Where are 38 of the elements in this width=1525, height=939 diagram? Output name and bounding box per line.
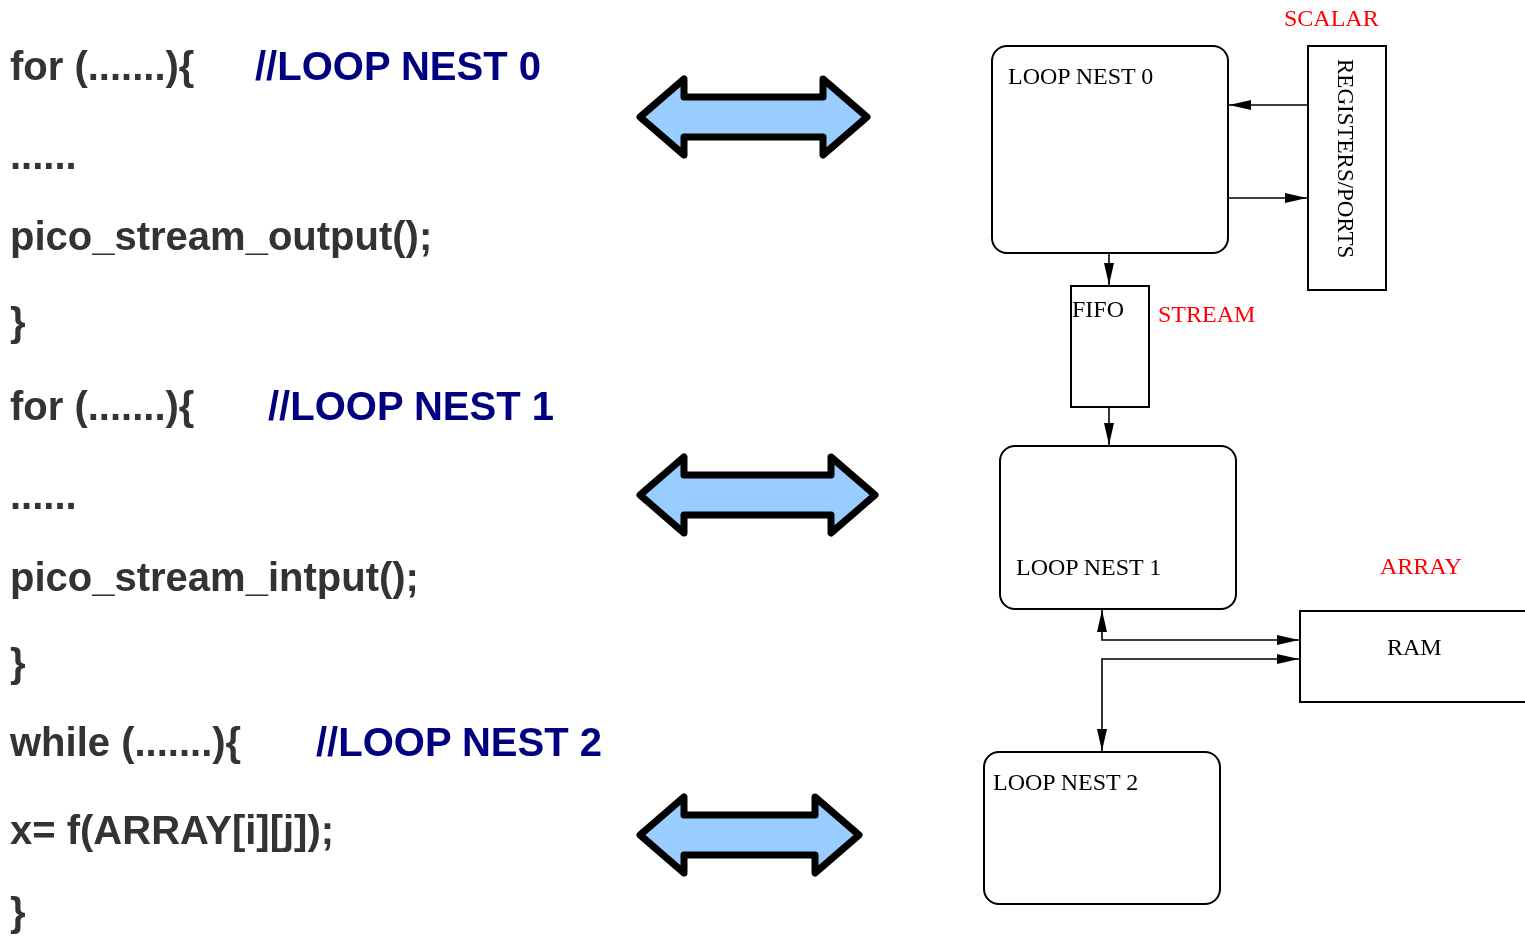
box-label: LOOP NEST 0 — [1008, 64, 1154, 88]
code-line: for (.......){ — [10, 386, 195, 426]
double-arrow — [636, 75, 871, 159]
arrow — [1097, 609, 1300, 645]
type-label: SCALAR — [1284, 6, 1379, 30]
code-line: pico_stream_intput(); — [10, 557, 419, 597]
box-label: LOOP NEST 2 — [993, 770, 1139, 794]
code-comment: //LOOP NEST 0 — [255, 46, 541, 86]
register-box — [1307, 45, 1387, 291]
code-line: } — [10, 302, 26, 342]
arrow — [1097, 654, 1300, 752]
code-line: } — [10, 892, 26, 932]
loop-nest-box — [991, 45, 1229, 254]
code-line: } — [10, 643, 26, 683]
type-label: STREAM — [1158, 302, 1256, 326]
code-line: for (.......){ — [10, 46, 195, 86]
code-comment: //LOOP NEST 2 — [316, 722, 602, 762]
code-line: while (.......){ — [10, 722, 242, 762]
type-label: ARRAY — [1380, 554, 1462, 578]
fifo-box — [1070, 285, 1150, 408]
loop-nest-box — [999, 445, 1237, 610]
code-comment: //LOOP NEST 1 — [268, 386, 554, 426]
box-label: LOOP NEST 1 — [1016, 555, 1162, 579]
arrow — [1228, 193, 1308, 203]
box-label: RAM — [1387, 635, 1442, 659]
ram-box — [1299, 610, 1525, 703]
code-line: ...... — [10, 475, 77, 515]
box-label: REGISTERS/PORTS — [1333, 59, 1357, 259]
box-label: FIFO — [1072, 297, 1125, 321]
arrow — [1104, 253, 1114, 286]
double-arrow — [636, 453, 879, 537]
arrow — [1104, 407, 1114, 446]
double-arrow — [636, 793, 863, 877]
code-line: pico_stream_output(); — [10, 216, 433, 256]
code-line: x= f(ARRAY[i][j]); — [10, 810, 335, 850]
loop-nest-box — [983, 751, 1221, 905]
arrow — [1228, 100, 1308, 110]
code-line: ...... — [10, 135, 77, 175]
